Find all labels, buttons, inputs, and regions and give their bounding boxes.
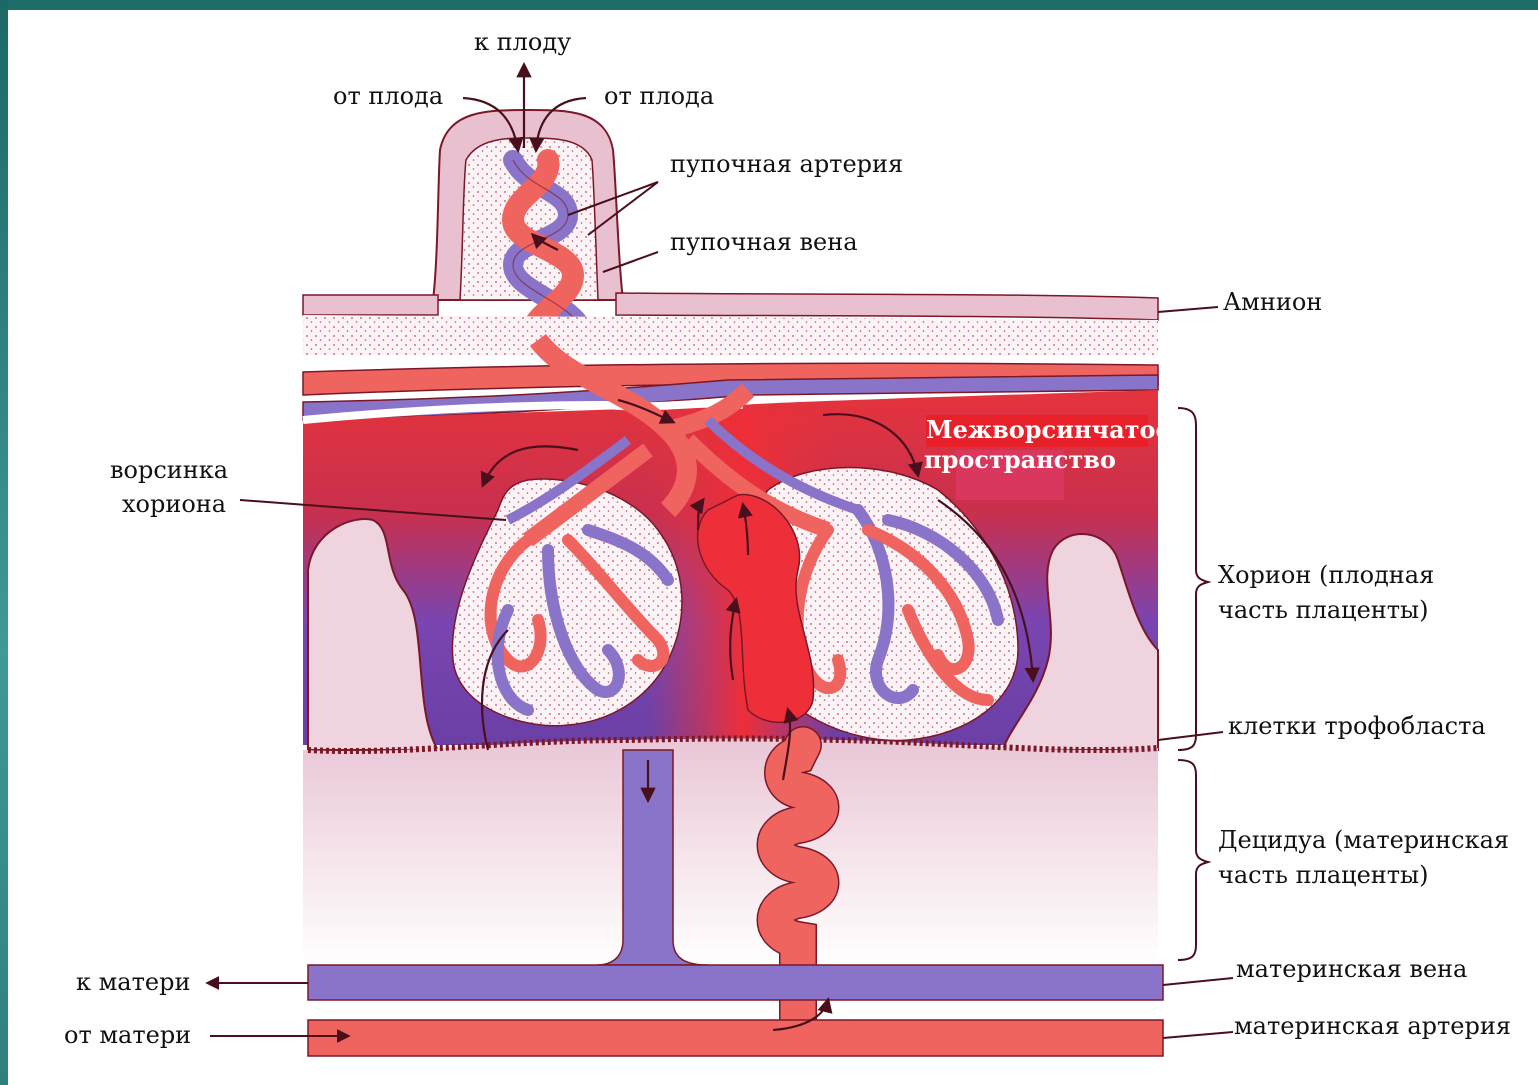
label-from-fetus-right: от плода: [604, 82, 714, 110]
label-umbilical-artery: пупочная артерия: [670, 150, 903, 178]
label-intervillous-1: Межворсинчатое: [926, 415, 1171, 444]
label-villus-2: хориона: [122, 490, 226, 518]
chorion-bracket: [1178, 408, 1208, 750]
label-trophoblast: клетки трофобласта: [1228, 712, 1486, 740]
label-maternal-vein: материнская вена: [1236, 955, 1467, 983]
decidua-bracket: [1178, 760, 1208, 960]
maternal-vessels: [308, 965, 1163, 1056]
label-maternal-artery: материнская артерия: [1234, 1012, 1511, 1040]
label-umbilical-vein: пупочная вена: [670, 228, 858, 256]
label-villus-1: ворсинка: [110, 456, 228, 484]
label-to-mother: к матери: [76, 968, 190, 996]
umbilical-cord: [433, 110, 623, 340]
placenta-diagram: к плоду от плода от плода пупочная артер…: [8, 10, 1538, 1085]
label-intervillous-2: пространство: [924, 445, 1116, 474]
brackets: [1178, 408, 1208, 960]
label-decidua-1: Децидуа (материнская: [1218, 826, 1509, 854]
label-to-fetus: к плоду: [474, 28, 571, 56]
label-from-mother: от матери: [64, 1021, 191, 1049]
label-decidua-2: часть плаценты): [1218, 861, 1429, 889]
label-amnion: Амнион: [1223, 288, 1322, 316]
label-chorion-1: Хорион (плодная: [1218, 561, 1434, 589]
label-chorion-2: часть плаценты): [1218, 596, 1429, 624]
decidua: [303, 739, 1158, 966]
label-from-fetus-left: от плода: [333, 82, 443, 110]
amnion-layer: [303, 293, 1158, 355]
diagram-frame: к плоду от плода от плода пупочная артер…: [8, 10, 1538, 1085]
